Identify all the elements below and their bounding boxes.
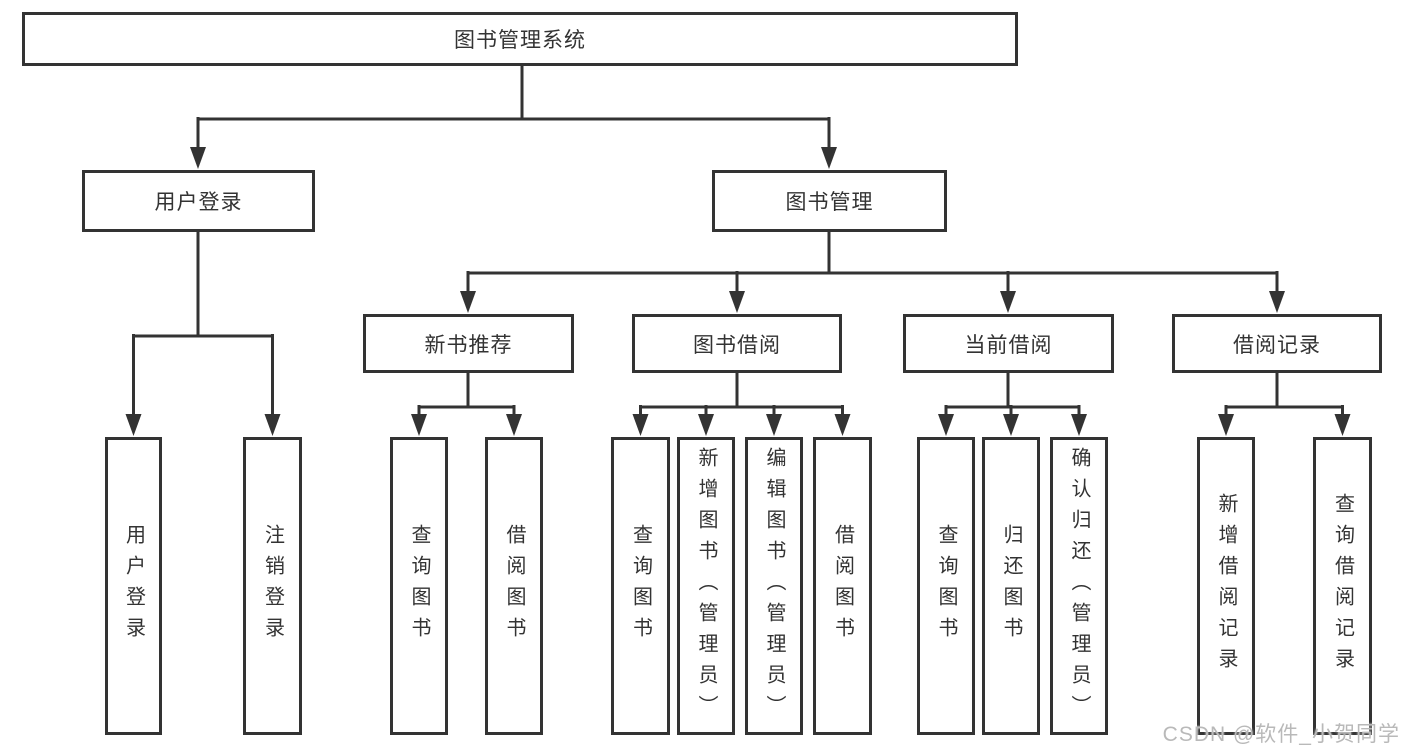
conn-records-to-leaves <box>1224 371 1344 420</box>
node-label: 当前借阅 <box>964 333 1053 357</box>
node-label: 查询借阅记录 <box>1331 493 1354 679</box>
leaf-borrow-edit-admin: 编辑图书（管理员） <box>745 437 803 735</box>
node-label: 查询图书 <box>629 524 652 648</box>
arrow-icon <box>766 414 782 436</box>
arrow-icon <box>1269 291 1285 313</box>
conn-user-login-to-leaves <box>132 230 274 418</box>
node-label: 编辑图书（管理员） <box>763 446 785 726</box>
node-label: 新增图书（管理员） <box>695 446 717 726</box>
node-user-login: 用户登录 <box>82 170 315 232</box>
arrow-icon <box>834 414 851 436</box>
node-book-management: 图书管理 <box>712 170 947 232</box>
arrow-icon <box>1218 414 1234 436</box>
node-label: 确认归还（管理员） <box>1068 446 1090 726</box>
node-label: 图书管理 <box>785 191 874 214</box>
leaf-new-book-query: 查询图书 <box>390 437 448 735</box>
arrow-icon <box>460 291 476 313</box>
node-label: 用户登录 <box>154 191 243 214</box>
node-label: 借阅图书 <box>831 524 854 648</box>
node-label: 借阅记录 <box>1233 333 1321 357</box>
arrow-icon <box>190 147 206 169</box>
node-label: 用户登录 <box>122 524 145 648</box>
leaf-borrow-add-admin: 新增图书（管理员） <box>677 437 735 735</box>
node-current-borrow: 当前借阅 <box>903 314 1114 373</box>
leaf-records-add: 新增借阅记录 <box>1197 437 1255 735</box>
conn-root-to-level2 <box>196 66 831 150</box>
arrowheads <box>125 147 1351 436</box>
arrow-icon <box>938 414 954 436</box>
arrow-icon <box>698 414 714 436</box>
arrow-icon <box>729 291 745 313</box>
leaf-current-return: 归还图书 <box>982 437 1040 735</box>
csdn-watermark: CSDN @软件_小贺同学 <box>1162 723 1400 746</box>
node-label: 查询图书 <box>935 524 957 648</box>
conn-new-book-to-leaves <box>417 371 516 420</box>
node-label: 注销登录 <box>261 524 284 648</box>
arrow-icon <box>821 147 837 169</box>
node-label: 归还图书 <box>1000 524 1022 648</box>
leaf-current-query: 查询图书 <box>917 437 975 735</box>
conn-book-borrow-to-leaves <box>639 371 844 420</box>
leaf-logout: 注销登录 <box>243 437 302 735</box>
node-borrow-records: 借阅记录 <box>1172 314 1382 373</box>
leaf-records-query: 查询借阅记录 <box>1313 437 1372 735</box>
node-label: 图书管理系统 <box>454 29 586 52</box>
conn-book-mgmt-to-level3 <box>466 230 1279 295</box>
arrow-icon <box>125 414 142 436</box>
conn-current-borrow-to-leaves <box>944 371 1081 420</box>
arrow-icon <box>1003 414 1019 436</box>
node-label: 查询图书 <box>408 524 430 648</box>
node-label: 新书推荐 <box>424 333 513 357</box>
leaf-borrow-borrow: 借阅图书 <box>813 437 872 735</box>
node-new-book-recommend: 新书推荐 <box>363 314 574 373</box>
arrow-icon <box>411 414 427 436</box>
leaf-current-confirm-return-admin: 确认归还（管理员） <box>1050 437 1108 735</box>
leaf-user-login: 用户登录 <box>105 437 162 735</box>
arrow-icon <box>1000 291 1016 313</box>
leaf-new-book-borrow: 借阅图书 <box>485 437 543 735</box>
arrow-icon <box>1071 414 1087 436</box>
arrow-icon <box>264 414 281 436</box>
node-label: 图书借阅 <box>693 333 781 357</box>
leaf-borrow-query: 查询图书 <box>611 437 670 735</box>
arrow-icon <box>506 414 522 436</box>
node-book-borrow: 图书借阅 <box>632 314 842 373</box>
node-label: 借阅图书 <box>503 524 525 648</box>
node-label: 新增借阅记录 <box>1215 493 1237 679</box>
arrow-icon <box>632 414 649 436</box>
node-root: 图书管理系统 <box>22 12 1018 66</box>
arrow-icon <box>1334 414 1351 436</box>
